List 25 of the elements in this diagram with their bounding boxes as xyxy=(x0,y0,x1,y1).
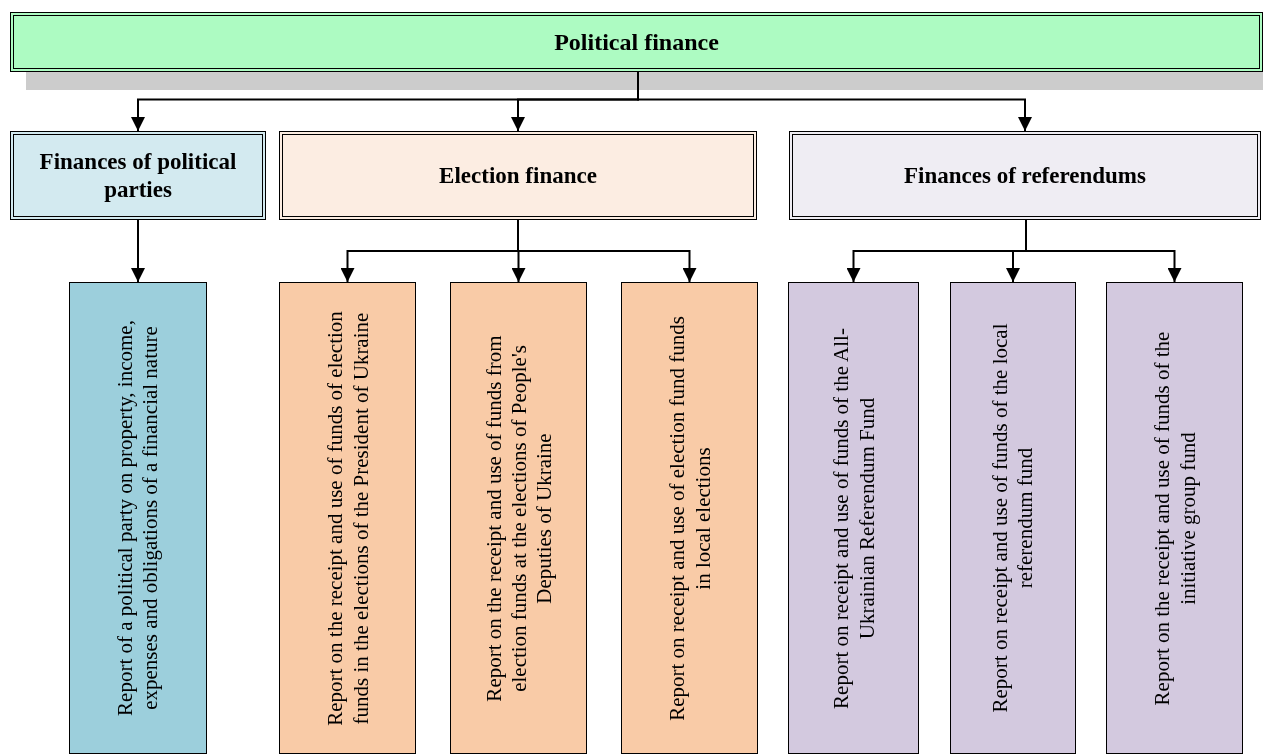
report-box xyxy=(1106,282,1243,754)
connector-arrow xyxy=(1025,219,1182,283)
report-box xyxy=(621,282,758,754)
report-text: Report on receipt and use of funds of the All-Ukrainian Referendum Fund xyxy=(827,326,879,711)
report-box xyxy=(950,282,1076,754)
category-label: Election finance xyxy=(439,161,597,190)
connector-arrow xyxy=(131,219,145,283)
connector-arrow xyxy=(517,219,697,283)
report-box xyxy=(450,282,587,754)
report-text: Report on receipt and use of funds of the local referendum fund xyxy=(986,322,1038,715)
category-label: Finances of referendums xyxy=(904,161,1146,190)
report-text: Report on the receipt and use of funds from election funds at the elections of People's Deputies of Ukraine xyxy=(479,333,557,704)
category-label: Finances of political parties xyxy=(38,147,238,204)
report-text: Report on the receipt and use of funds of election funds in the elections of the President of Ukraine xyxy=(321,309,373,728)
category-box xyxy=(789,131,1261,220)
report-box xyxy=(279,282,416,754)
category-box xyxy=(10,131,266,220)
report-text: Report on the receipt and use of funds of the initiative group fund xyxy=(1148,330,1201,707)
title-box xyxy=(10,12,1263,72)
report-box xyxy=(69,282,207,754)
title-text: Political finance xyxy=(554,28,719,56)
report-box xyxy=(788,282,919,754)
report-text: Report of a political party on property, income, expenses and obligations of a financial nature xyxy=(111,319,163,718)
category-box xyxy=(279,131,757,220)
report-text: Report on receipt and use of election fund funds in local elections xyxy=(663,314,715,723)
